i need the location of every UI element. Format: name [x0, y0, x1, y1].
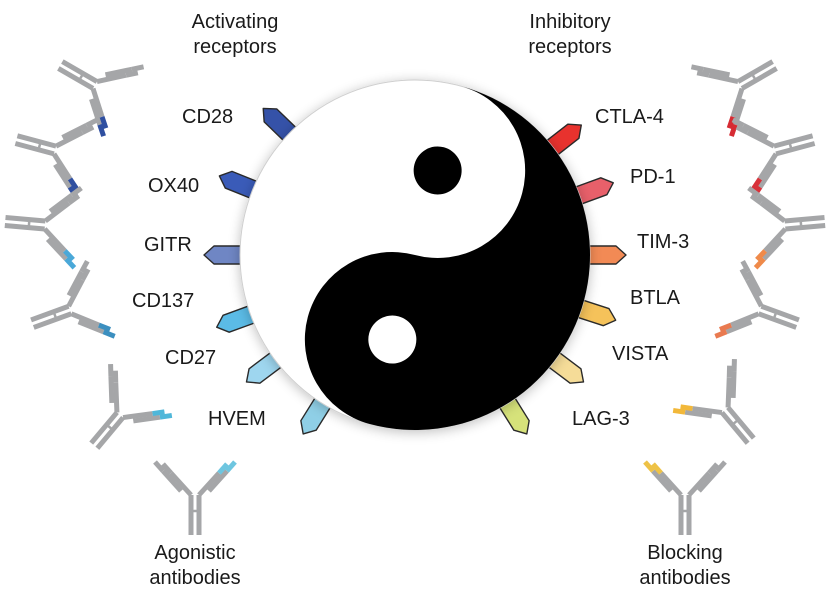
- antibody-binding-tip: [102, 329, 116, 339]
- antibody-binding-tip: [152, 409, 165, 417]
- antibody-binding-tip: [97, 322, 111, 332]
- receptor-label-cd137: CD137: [132, 290, 195, 312]
- receptor-label-pd1: PD-1: [630, 166, 676, 188]
- antibody-binding-tip: [729, 123, 738, 137]
- antibody-binding-tip: [67, 177, 79, 191]
- receptor-label-ctla4: CTLA-4: [595, 106, 664, 128]
- blocking-antibody: [731, 117, 816, 199]
- receptor-label-vista: VISTA: [612, 343, 669, 365]
- receptor-label-hvem: HVEM: [208, 408, 266, 430]
- blocking-antibody: [747, 186, 826, 270]
- antibody-binding-tip: [64, 257, 77, 270]
- antibody-binding-tip: [719, 322, 733, 332]
- blocking-antibody: [690, 59, 778, 137]
- inhibitory-receptors-heading: Inhibitory receptors: [528, 11, 612, 58]
- antibody-binding-tip: [651, 462, 663, 475]
- antibody-binding-tip: [753, 257, 766, 270]
- blocking-antibody: [672, 358, 756, 445]
- blocking-antibody: [714, 259, 800, 339]
- antibody-binding-tip: [97, 123, 106, 137]
- receptor-label-ox40: OX40: [148, 175, 200, 197]
- agonistic-antibody: [89, 363, 173, 450]
- antibody-binding-tip: [714, 329, 728, 339]
- agonistic-antibody: [57, 59, 145, 137]
- agonistic-antibody: [30, 259, 116, 339]
- receptor-label-gitr: GITR: [144, 234, 192, 256]
- antibody-binding-tip: [63, 249, 75, 262]
- antibody-binding-tip: [755, 249, 767, 262]
- receptor-label-cd27: CD27: [165, 347, 217, 369]
- yin-yang-dark-dot: [413, 146, 462, 195]
- agonistic-antibodies-heading: Agonistic antibodies: [149, 542, 241, 589]
- yin-yang-light-dot: [368, 315, 417, 364]
- antibody-binding-tip: [217, 462, 229, 475]
- yin-yang-symbol: [239, 79, 591, 431]
- blocking-antibodies-heading: Blocking antibodies: [639, 542, 731, 589]
- receptor-label-tim3: TIM-3: [637, 231, 690, 253]
- antibody-binding-tip: [680, 404, 693, 412]
- antibody-binding-tip: [643, 460, 655, 473]
- agonistic-antibody: [14, 117, 99, 199]
- agonistic-antibody: [4, 186, 83, 270]
- antibody-binding-tip: [726, 115, 736, 130]
- agonistic-antibody: [153, 460, 237, 535]
- antibody-binding-tip: [159, 412, 173, 420]
- receptor-label-btla: BTLA: [630, 287, 681, 309]
- activating-receptors-heading: Activating receptors: [191, 11, 279, 58]
- blocking-antibody: [643, 460, 727, 535]
- antibody-binding-tip: [225, 460, 237, 473]
- receptor-label-lag3: LAG-3: [572, 408, 630, 430]
- antibody-binding-tip: [751, 177, 763, 191]
- antibody-binding-tip: [672, 407, 686, 415]
- antibody-binding-tip: [99, 115, 109, 130]
- receptor-label-cd28: CD28: [182, 106, 234, 128]
